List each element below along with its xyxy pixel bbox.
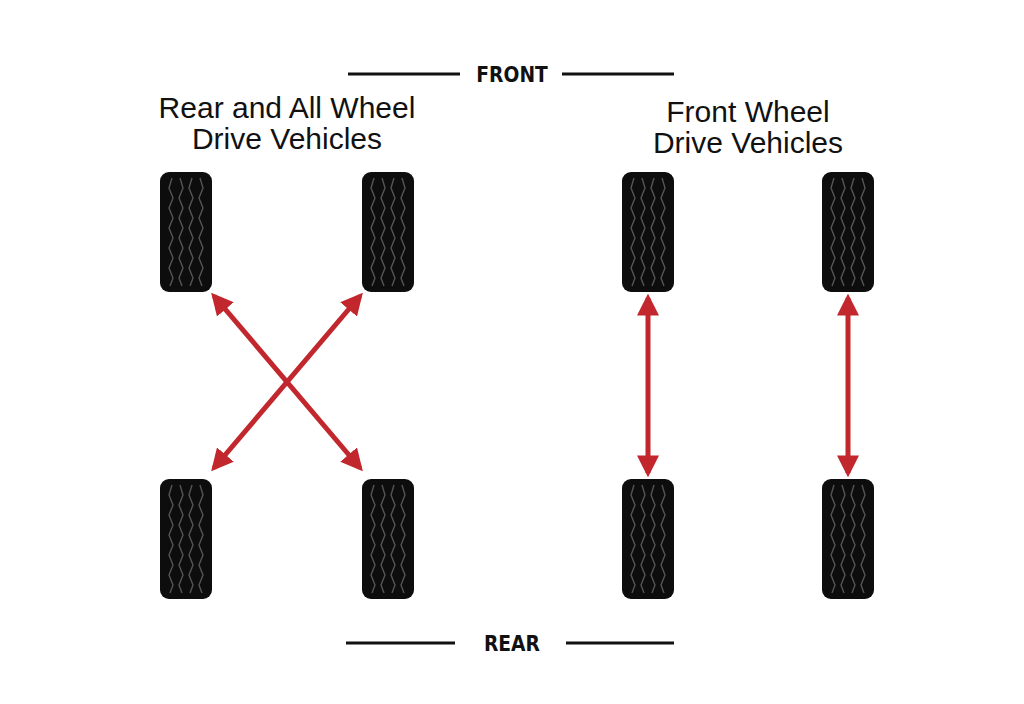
tire: [160, 479, 212, 599]
tire: [160, 172, 212, 292]
front-label: FRONT: [473, 62, 551, 87]
rotation-arrow: [214, 296, 360, 468]
rotation-arrow: [214, 296, 360, 468]
rule-line: [346, 642, 455, 645]
group-heading: Front Wheel Drive Vehicles: [634, 96, 862, 158]
tire: [822, 479, 874, 599]
tire: [822, 172, 874, 292]
rule-line: [566, 642, 674, 645]
tire: [622, 479, 674, 599]
rear-label: REAR: [481, 631, 544, 656]
rule-line: [562, 73, 674, 76]
rotation-arrow: [646, 298, 651, 473]
rotation-arrow: [846, 298, 851, 473]
tire: [622, 172, 674, 292]
tire: [362, 479, 414, 599]
rule-line: [348, 73, 460, 76]
tire: [362, 172, 414, 292]
group-heading: Rear and All Wheel Drive Vehicles: [122, 92, 452, 154]
